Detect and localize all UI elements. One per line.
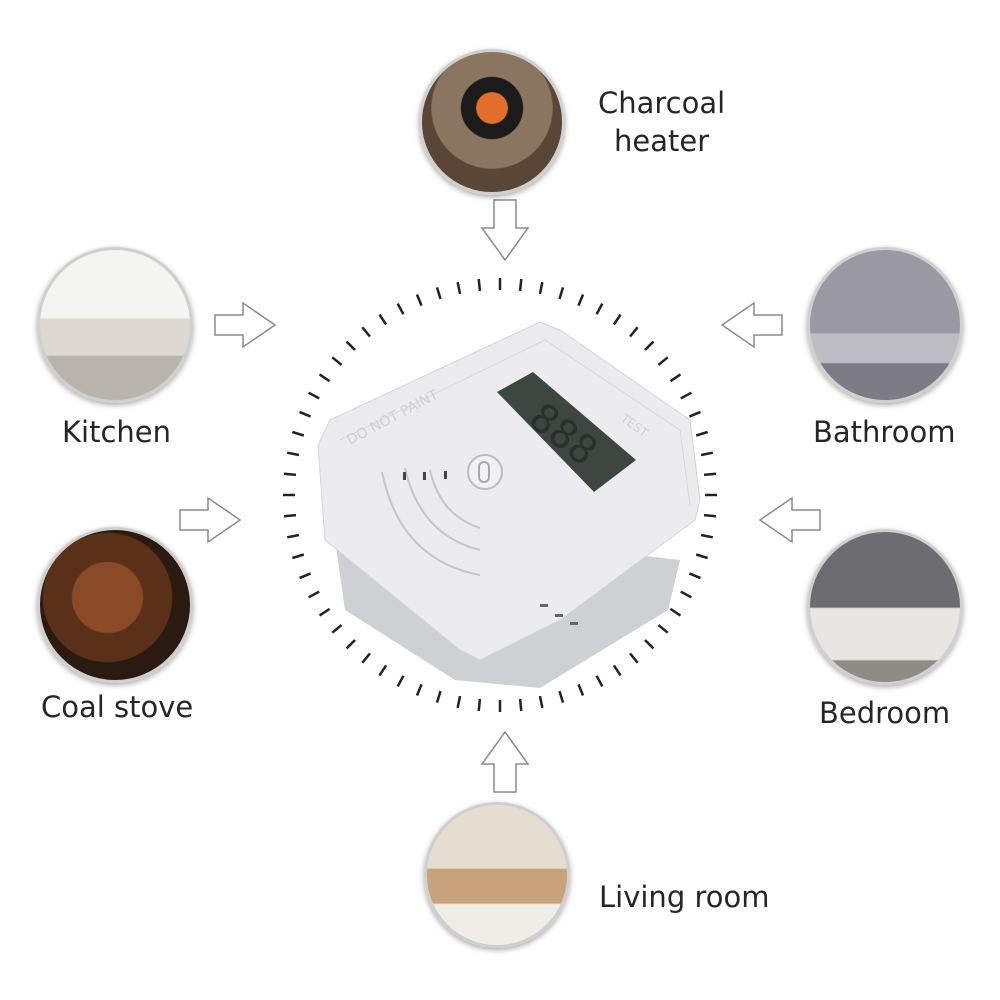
tick-mark [695, 430, 709, 437]
photo-kitchen [37, 247, 193, 403]
tick-mark [680, 391, 692, 400]
tick-mark [286, 451, 300, 457]
tick-mark [703, 513, 717, 518]
tick-mark [345, 340, 356, 351]
tick-mark [657, 356, 669, 366]
tick-mark [595, 303, 604, 315]
arrow-up-icon [480, 730, 530, 793]
label-kitchen: Kitchen [62, 415, 171, 449]
tick-mark [331, 624, 343, 634]
tick-mark [283, 472, 297, 477]
arrow-left-icon [758, 496, 821, 544]
tick-mark [688, 572, 701, 580]
tick-mark [657, 624, 669, 634]
tick-mark [577, 294, 585, 307]
tick-mark [456, 281, 462, 295]
tick-mark [644, 639, 655, 650]
arrow-left-icon [720, 301, 783, 349]
tick-mark [415, 683, 423, 696]
tick-mark [331, 356, 343, 366]
arrow-down-icon [480, 199, 530, 262]
photo-bedroom [807, 529, 963, 685]
sound-holes [381, 467, 481, 576]
tick-mark [629, 326, 639, 338]
label-bathroom: Bathroom [813, 415, 956, 449]
tick-mark [291, 430, 305, 437]
tick-mark [308, 391, 320, 400]
tick-mark [669, 373, 682, 383]
tick-mark [629, 652, 639, 664]
tick-mark [680, 590, 692, 599]
tick-mark [518, 278, 523, 292]
tick-mark [378, 664, 388, 677]
tick-mark [396, 675, 405, 687]
tick-mark [456, 695, 462, 709]
tick-mark [318, 373, 331, 383]
label-line: heater [614, 124, 710, 158]
photo-charcoal-heater [419, 49, 565, 195]
tick-mark [538, 281, 544, 295]
arrow-right-icon [179, 496, 242, 544]
tick-mark [345, 639, 356, 650]
tick-mark [703, 472, 717, 477]
tick-mark [286, 533, 300, 539]
tick-mark [308, 590, 320, 599]
tick-mark [558, 286, 565, 300]
tick-mark [595, 675, 604, 687]
co-detector-device: 888 DO NOT PAINT TEST [317, 321, 701, 688]
photo-living-room [424, 802, 570, 948]
photo-bathroom [807, 247, 963, 403]
tick-mark [415, 294, 423, 307]
tick-mark [558, 690, 565, 704]
tick-mark [700, 451, 714, 457]
photo-coal-stove [37, 527, 193, 683]
tick-mark [669, 607, 682, 617]
tick-mark [688, 410, 701, 418]
tick-mark [435, 690, 442, 704]
tick-mark [361, 652, 371, 664]
tick-mark [644, 340, 655, 351]
label-charcoal-heater: Charcoal heater [598, 84, 725, 160]
tick-mark [700, 533, 714, 539]
tick-mark [612, 664, 622, 677]
label-bedroom: Bedroom [819, 696, 951, 730]
tick-mark [612, 313, 622, 326]
tick-mark [695, 553, 709, 560]
tick-mark [518, 698, 523, 712]
tick-mark [299, 410, 312, 418]
tick-mark [361, 326, 371, 338]
tick-ring [283, 278, 717, 712]
test-button [467, 454, 503, 490]
tick-mark [318, 607, 331, 617]
tick-mark [538, 695, 544, 709]
tick-mark [396, 303, 405, 315]
tick-mark [477, 698, 482, 712]
tick-mark [577, 683, 585, 696]
tick-mark [283, 513, 297, 518]
tick-mark [477, 278, 482, 292]
label-living-room: Living room [599, 880, 770, 914]
tick-mark [378, 313, 388, 326]
tick-mark [435, 286, 442, 300]
arrow-right-icon [214, 301, 277, 349]
label-line: Charcoal [598, 86, 726, 120]
tick-mark [291, 553, 305, 560]
tick-mark [299, 572, 312, 580]
label-coal-stove: Coal stove [41, 690, 194, 724]
